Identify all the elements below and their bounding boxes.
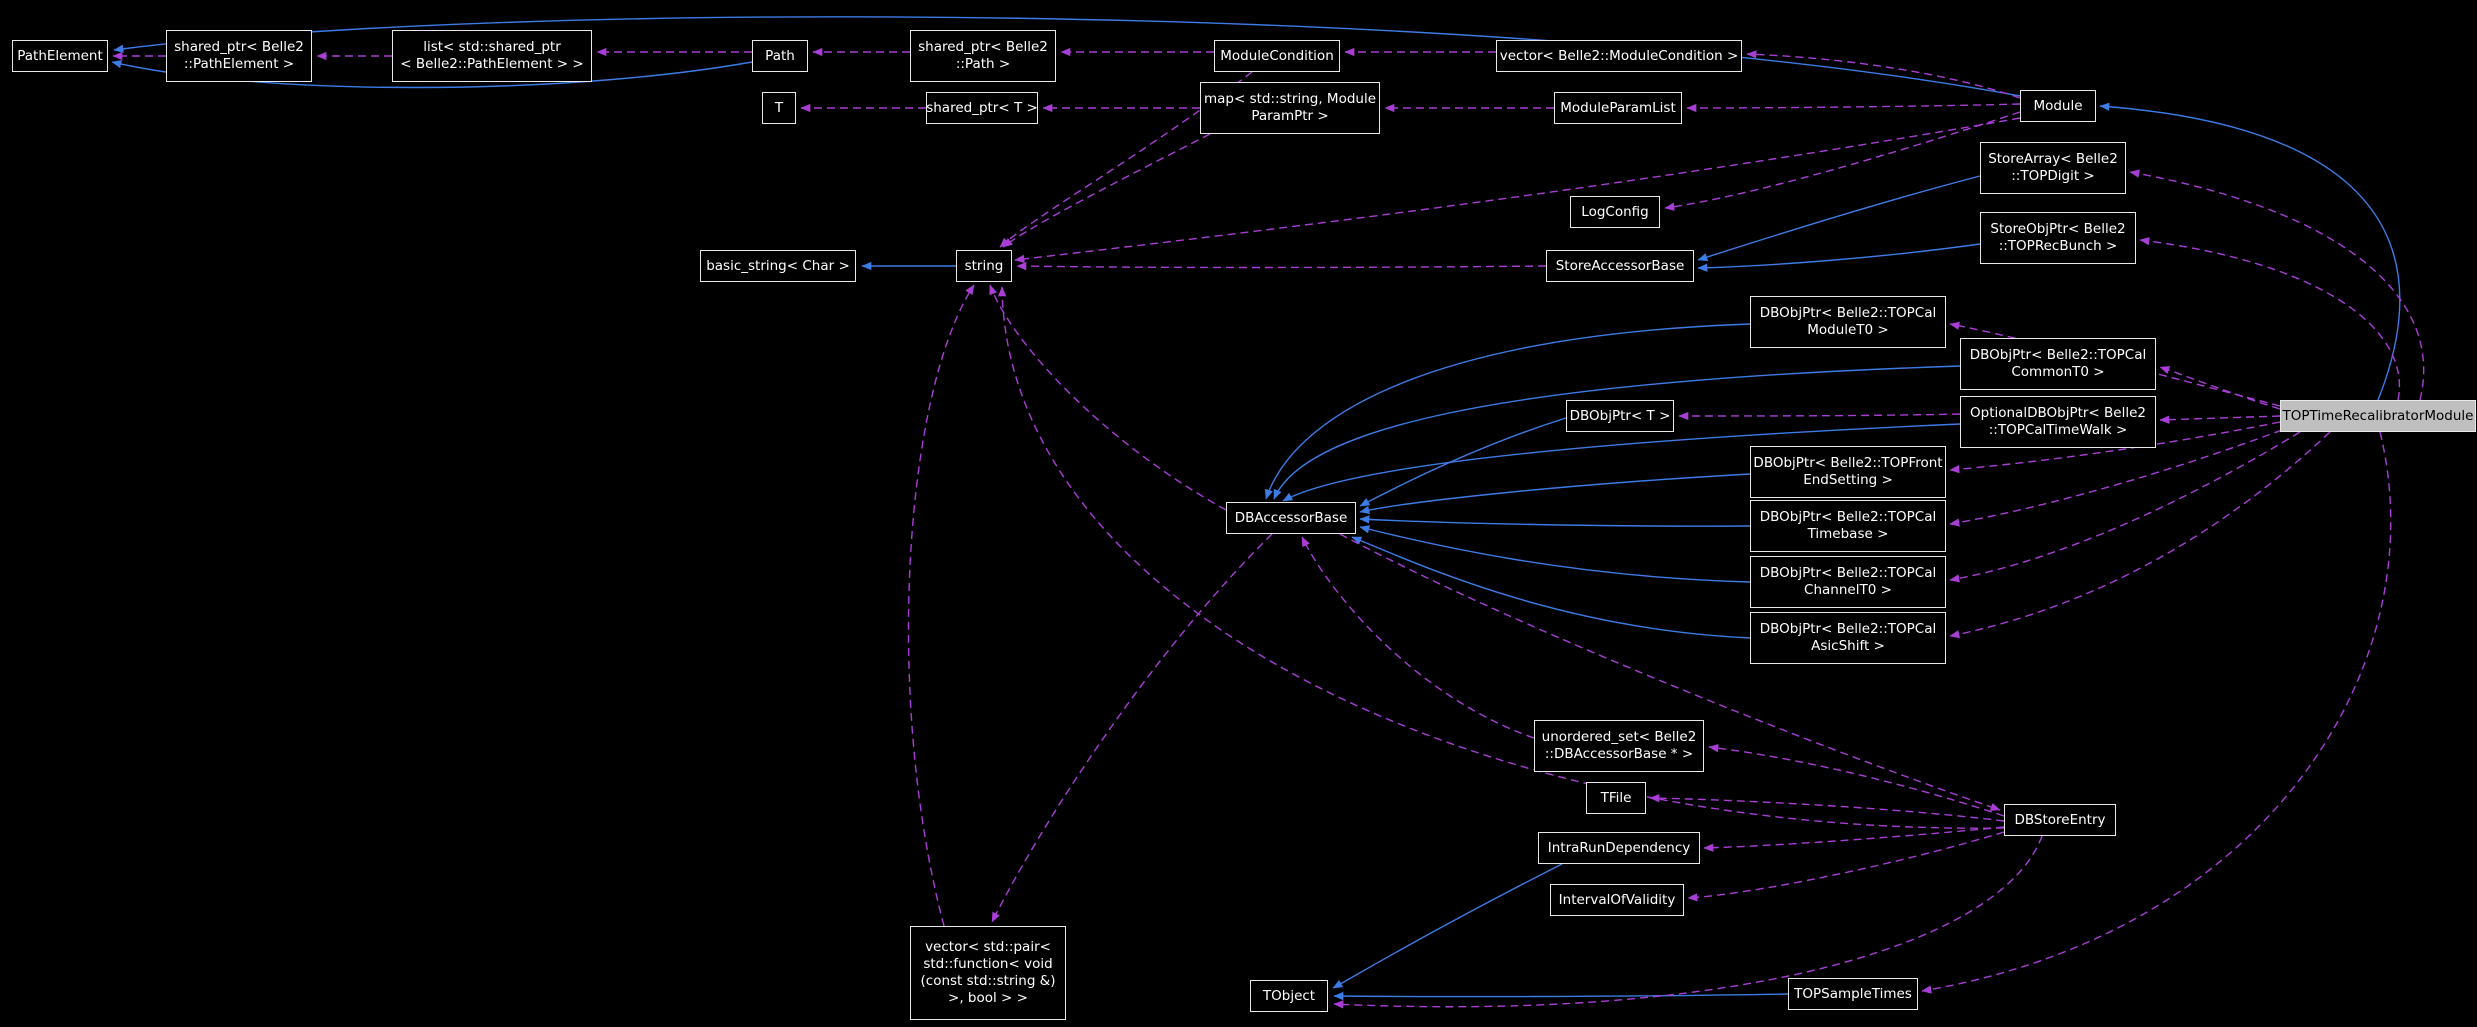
node-storearray-topdigit[interactable]: StoreArray< Belle2 ::TOPDigit >	[1980, 142, 2126, 194]
node-toptimerecalibratormodule: TOPTimeRecalibratorModule	[2280, 400, 2476, 432]
node-unorderedset-dbaccessorbase[interactable]: unordered_set< Belle2 ::DBAccessorBase *…	[1534, 720, 1704, 772]
edge-dbstoreentry-intrarun-usage	[1703, 826, 2005, 852]
edge-storeaccessorbase-string-usage	[1016, 261, 1547, 271]
node-modulecondition[interactable]: ModuleCondition	[1214, 40, 1340, 72]
edge-topmodule-module-inherit	[2099, 102, 2401, 401]
node-vector-pair-function[interactable]: vector< std::pair< std::function< void (…	[910, 926, 1066, 1020]
node-dbobjptr-topcaltimebase[interactable]: DBObjPtr< Belle2::TOPCal Timebase >	[1750, 500, 1946, 552]
edge-dbstoreentry-string-usage	[997, 286, 2005, 829]
node-storeobjptr-toprecbunch[interactable]: StoreObjPtr< Belle2 ::TOPRecBunch >	[1980, 212, 2136, 264]
edge-opttimewalk-dbobjptrT-usage	[1678, 411, 1961, 421]
node-dbobjptr-topcalmodulet0[interactable]: DBObjPtr< Belle2::TOPCal ModuleT0 >	[1750, 296, 1946, 348]
edge-dbstoreentry-iov-usage	[1687, 831, 2005, 902]
node-dbstoreentry[interactable]: DBStoreEntry	[2004, 804, 2116, 836]
edge-topmodule-dbchannelt0-usage	[1949, 431, 2301, 583]
node-logconfig[interactable]: LogConfig	[1570, 196, 1660, 228]
edge-topmodule-storeobjptr-usage	[2139, 236, 2401, 401]
edge-dbstoreentry-unorderedset-usage	[1708, 743, 2005, 817]
edge-dbaccessorbase-string-usage	[989, 284, 1227, 511]
edge-dbaccessorbase-vectorpair-usage	[991, 533, 1273, 923]
node-dbobjptr-topcalcommont0[interactable]: DBObjPtr< Belle2::TOPCal CommonT0 >	[1960, 338, 2156, 390]
edge-topmodule-dbasicshift-usage	[1949, 431, 2331, 639]
node-topsampletimes[interactable]: TOPSampleTimes	[1788, 978, 1918, 1010]
edge-storeobjptr-storeaccessorbase-inherit	[1697, 243, 1981, 272]
node-module[interactable]: Module	[2020, 90, 2096, 122]
node-dbaccessorbase[interactable]: DBAccessorBase	[1226, 502, 1356, 534]
node-storeaccessorbase[interactable]: StoreAccessorBase	[1546, 250, 1694, 282]
edge-dbstoreentry-tfile-usage	[1649, 793, 2005, 822]
edge-topmodule-opttimewalk-usage	[2159, 415, 2281, 424]
node-vector-modulecondition[interactable]: vector< Belle2::ModuleCondition >	[1496, 40, 1742, 72]
edge-intrarun-tobject-inherit	[1332, 863, 1563, 989]
edge-dbobjptrT-dbaccessorbase-inherit	[1359, 417, 1567, 507]
edge-vectorpair-string-usage	[907, 284, 975, 927]
node-optionaldbobjptr-timewalk[interactable]: OptionalDBObjPtr< Belle2 ::TOPCalTimeWal…	[1960, 396, 2156, 448]
node-tobject[interactable]: TObject	[1250, 980, 1328, 1012]
edge-unorderedset-dbaccessorbase-usage	[1301, 536, 1535, 739]
node-tfile[interactable]: TFile	[1586, 782, 1646, 814]
edge-module-string-usage	[1014, 117, 2021, 264]
node-intervalofvalidity[interactable]: IntervalOfValidity	[1550, 884, 1684, 916]
edge-module-logconfig-usage	[1664, 111, 2021, 211]
edge-dbmodulet0-dbaccessorbase-inherit	[1264, 323, 1751, 500]
node-moduleparamlist[interactable]: ModuleParamList	[1554, 92, 1682, 124]
edge-dbasicshift-dbaccessorbase-inherit	[1351, 536, 1751, 639]
node-dbobjptr-t[interactable]: DBObjPtr< T >	[1566, 400, 1674, 432]
edge-map-string-usage	[1002, 133, 1211, 248]
edge-topmodule-storearray-usage	[2129, 169, 2425, 401]
edge-dbfrontend-dbaccessorbase-inherit	[1359, 473, 1751, 515]
node-dbobjptr-topfrontendsetting[interactable]: DBObjPtr< Belle2::TOPFront EndSetting >	[1750, 446, 1946, 498]
node-list-sharedptr[interactable]: list< std::shared_ptr < Belle2::PathElem…	[392, 30, 592, 82]
node-pathelement[interactable]: PathElement	[12, 40, 108, 72]
edge-module-pathelement-inherit	[113, 16, 2021, 97]
edge-modulecondition-string-usage	[999, 71, 1253, 248]
node-dbobjptr-topcalasicshift[interactable]: DBObjPtr< Belle2::TOPCal AsicShift >	[1750, 612, 1946, 664]
edge-dbaccessorbase-dbstoreentry-usage	[1339, 533, 2001, 811]
node-sharedptr-path[interactable]: shared_ptr< Belle2 ::Path >	[910, 30, 1056, 82]
edge-topmodule-dbtimebase-usage	[1949, 429, 2283, 527]
edge-opttimewalk-dbaccessorbase-inherit	[1282, 423, 1961, 502]
node-path[interactable]: Path	[752, 40, 808, 72]
node-sharedptr-t[interactable]: shared_ptr< T >	[926, 92, 1038, 124]
edge-topmodule-dbcommont0-usage	[2159, 366, 2281, 410]
edge-module-vector-usage	[1746, 50, 2021, 99]
node-sharedptr-pathelement[interactable]: shared_ptr< Belle2 ::PathElement >	[166, 30, 312, 82]
edge-topsampletimes-tobject-inherit	[1333, 991, 1789, 1001]
edge-storearray-storeaccessorbase-inherit	[1697, 175, 1981, 262]
edge-dbstoreentry-tobject-usage	[1333, 835, 2043, 1009]
node-basicstring[interactable]: basic_string< Char >	[700, 250, 856, 282]
node-t[interactable]: T	[762, 92, 796, 124]
node-intrarundependency[interactable]: IntraRunDependency	[1538, 832, 1700, 864]
node-dbobjptr-topcalchannelt0[interactable]: DBObjPtr< Belle2::TOPCal ChannelT0 >	[1750, 556, 1946, 608]
node-string[interactable]: string	[956, 250, 1012, 282]
edge-dbcommont0-dbaccessorbase-inherit	[1273, 365, 1961, 500]
node-map-moduleparamptr[interactable]: map< std::string, Module ParamPtr >	[1200, 82, 1380, 134]
edge-module-moduleparamlist-usage	[1686, 103, 2021, 113]
edge-topmodule-topsampletimes-usage	[1921, 431, 2392, 994]
edge-dbtimebase-dbaccessorbase-inherit	[1359, 515, 1751, 527]
edge-dbchannelt0-dbaccessorbase-inherit	[1359, 525, 1751, 583]
